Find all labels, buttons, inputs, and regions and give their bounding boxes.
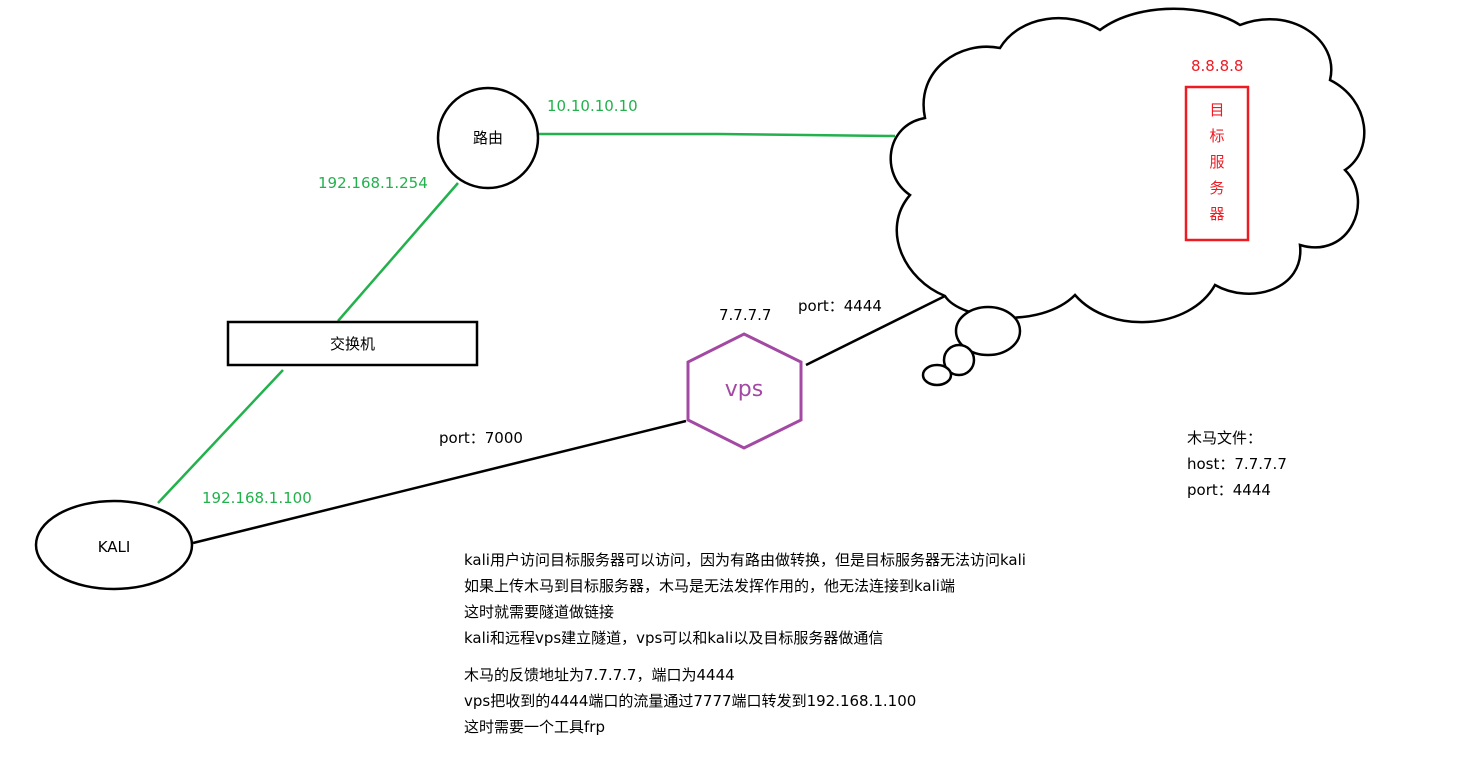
router-node	[436, 86, 540, 190]
note-line: vps把收到的4444端口的流量通过7777端口转发到192.168.1.100	[464, 692, 917, 710]
note-line: kali和远程vps建立隧道，vps可以和kali以及目标服务器做通信	[464, 629, 884, 647]
kali-vps-port: port：7000	[439, 429, 523, 447]
internet-cloud	[889, 7, 1366, 387]
target-ip: 8.8.8.8	[1191, 57, 1244, 75]
switch-label: 交换机	[329, 335, 375, 353]
notes-block-1: kali用户访问目标服务器可以访问，因为有路由做转换，但是目标服务器无法访问ka…	[464, 547, 1026, 651]
note-line: 如果上传木马到目标服务器，木马是无法发挥作用的，他无法连接到kali端	[464, 577, 955, 595]
trojan-config-host: host：7.7.7.7	[1187, 455, 1287, 473]
note-line: kali用户访问目标服务器可以访问，因为有路由做转换，但是目标服务器无法访问ka…	[464, 551, 1026, 569]
kali-label: KALI	[97, 538, 131, 556]
router-label: 路由	[472, 129, 503, 147]
trojan-config: 木马文件： host：7.7.7.7 port：4444	[1187, 425, 1287, 503]
link-router-internet	[539, 132, 896, 138]
trojan-config-title: 木马文件：	[1187, 429, 1263, 447]
vps-cloud-port: port：4444	[798, 297, 882, 315]
link-switch-router	[337, 182, 459, 322]
target-server-label: 目标服务器	[1209, 101, 1225, 223]
switch-node	[226, 320, 479, 367]
trojan-config-port: port：4444	[1187, 481, 1271, 499]
link-vps-cloud	[805, 294, 946, 367]
link-kali-vps	[192, 419, 687, 545]
vps-node	[686, 332, 803, 450]
kali-node	[34, 499, 194, 591]
router-wan-ip: 10.10.10.10	[547, 97, 638, 115]
note-line: 这时需要一个工具frp	[464, 718, 605, 736]
vps-label: vps	[724, 377, 764, 402]
note-line: 这时就需要隧道做链接	[464, 603, 615, 621]
vps-ip: 7.7.7.7	[719, 306, 772, 324]
router-lan-ip: 192.168.1.254	[318, 174, 428, 192]
notes-block-2: 木马的反馈地址为7.7.7.7，端口为4444 vps把收到的4444端口的流量…	[464, 662, 916, 740]
kali-ip: 192.168.1.100	[202, 489, 312, 507]
link-kali-switch	[157, 369, 284, 504]
target-server-box	[1184, 85, 1250, 242]
note-line: 木马的反馈地址为7.7.7.7，端口为4444	[464, 666, 735, 684]
